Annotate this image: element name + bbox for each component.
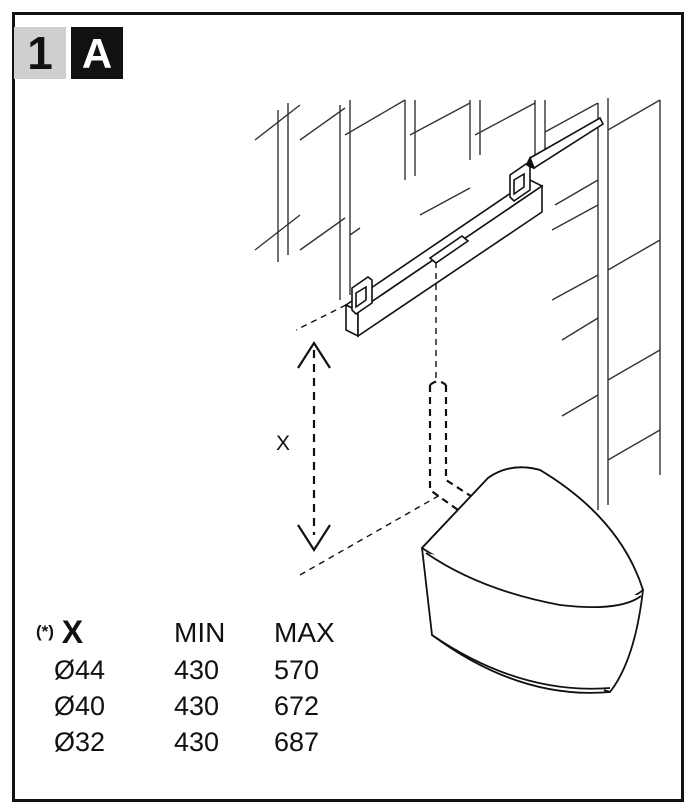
table-header-row: (*) X MIN MAX [36, 614, 374, 652]
diameter-cell: Ø44 [54, 655, 106, 685]
x-header: X [61, 614, 84, 650]
step-letter-badge: A [71, 27, 123, 79]
diameter-cell: Ø40 [54, 691, 106, 721]
tile-line [551, 204, 599, 231]
table-row: Ø32 430 687 [36, 724, 374, 760]
max-cell: 570 [274, 655, 320, 685]
tile-line [409, 102, 471, 136]
tile-line [419, 187, 471, 216]
tile-line [607, 99, 661, 131]
tile-line [554, 179, 599, 206]
tile-line [344, 99, 406, 136]
height-arrow [297, 340, 331, 553]
max-column-header: MAX [274, 617, 335, 648]
note-marker: (*) [36, 622, 54, 641]
step-number-badge: 1 [14, 27, 66, 79]
tile-line [561, 317, 599, 341]
x-column-header: (*) X [36, 614, 174, 652]
tile-line [299, 107, 346, 141]
min-cell: 430 [174, 727, 220, 757]
tile-line [607, 239, 661, 271]
tile-line [299, 217, 346, 251]
tile-line [544, 102, 599, 133]
pencil-icon [524, 116, 605, 170]
table-row: Ø40 430 672 [36, 688, 374, 724]
dimension-label: X [276, 432, 291, 455]
tile-line [349, 227, 361, 236]
min-cell: 430 [174, 691, 220, 721]
mounting-template-bar [344, 163, 544, 338]
tile-line [607, 349, 661, 381]
min-cell: 430 [174, 655, 220, 685]
waste-pipe [428, 380, 481, 516]
wall-tiles [254, 98, 661, 510]
max-cell: 672 [274, 691, 320, 721]
tile-line [561, 394, 599, 417]
min-column-header: MIN [174, 617, 226, 648]
height-spec-table: (*) X MIN MAX Ø44 430 570 Ø40 430 672 Ø3… [36, 614, 374, 760]
table-row: Ø44 430 570 [36, 652, 374, 688]
tile-line [607, 429, 661, 461]
measurement-guides [295, 262, 441, 576]
tile-line [474, 102, 536, 136]
wall-hung-toilet [420, 466, 645, 694]
max-cell: 687 [274, 727, 320, 757]
tile-line [551, 274, 599, 301]
diameter-cell: Ø32 [54, 727, 106, 757]
